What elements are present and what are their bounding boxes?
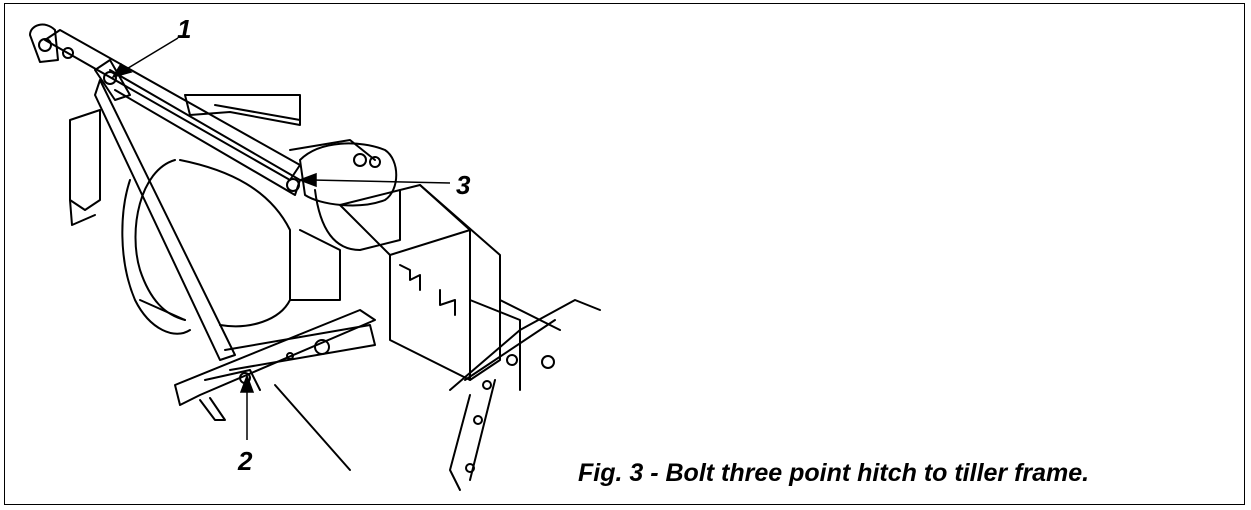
callout-2-arrowhead xyxy=(239,373,255,393)
callout-1-arrowhead xyxy=(111,62,133,79)
figure-frame xyxy=(4,3,1245,505)
callout-label-3: 3 xyxy=(456,170,471,200)
gearbox-collar xyxy=(289,139,401,251)
tiller-drum xyxy=(69,94,341,335)
lower-cross-bar xyxy=(174,309,376,471)
callout-label-1: 1 xyxy=(177,14,192,44)
callout-label-2: 2 xyxy=(238,446,253,476)
upper-hitch-links xyxy=(29,23,301,361)
figure-caption: Fig. 3 - Bolt three point hitch to tille… xyxy=(578,459,1090,487)
callout-3-leader xyxy=(311,179,451,184)
tiller-side-plate xyxy=(449,299,601,491)
callout-1-leader xyxy=(124,37,179,71)
tiller-frame-beam xyxy=(339,184,561,391)
callout-leaders xyxy=(111,37,451,440)
callout-3-arrowhead xyxy=(297,172,317,188)
